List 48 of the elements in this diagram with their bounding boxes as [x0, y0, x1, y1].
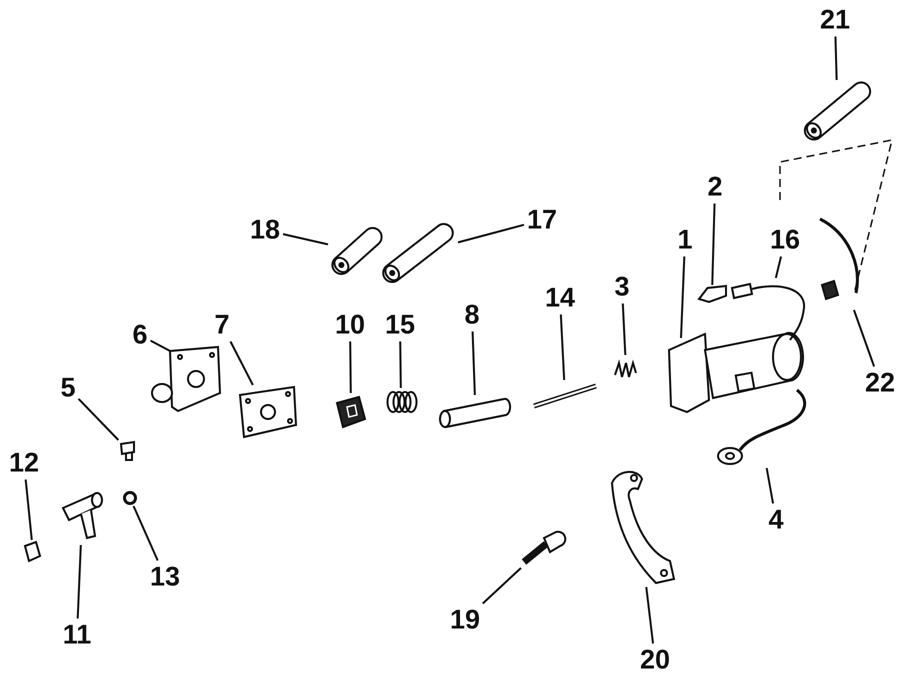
leader-line: [399, 341, 402, 388]
leader-line: [622, 303, 626, 356]
spring-drawing: [385, 388, 417, 416]
leader-line: [349, 341, 352, 394]
leader-line: [774, 256, 782, 278]
leader-line: [645, 586, 654, 644]
leader-line: [482, 567, 522, 604]
callout-number: 18: [250, 216, 280, 244]
callout-number: 5: [60, 374, 76, 402]
callout-number: 1: [677, 226, 693, 254]
leader-line: [853, 310, 876, 367]
leader-line: [282, 233, 328, 246]
callout-number: 17: [526, 206, 558, 234]
leader-line: [766, 468, 774, 504]
leader-line: [150, 340, 172, 353]
leader-line: [472, 331, 476, 396]
leader-line: [24, 479, 33, 540]
callout-number: 12: [8, 450, 40, 476]
leader-line: [711, 203, 716, 286]
callout-number: 8: [464, 302, 480, 328]
wire-plug-drawing: [697, 285, 727, 303]
leader-line: [76, 544, 82, 619]
callout-number: 20: [640, 646, 670, 674]
callout-number: 16: [770, 226, 800, 254]
callout-number: 13: [150, 564, 180, 590]
o-ring-drawing: [122, 490, 138, 506]
callout-number: 14: [544, 284, 576, 312]
callout-number: 11: [62, 622, 92, 648]
callout-number: 21: [820, 6, 850, 34]
plunger-tube-drawing: [438, 395, 513, 431]
callout-number: 6: [132, 322, 148, 348]
callout-number: 3: [614, 274, 630, 300]
callout-number: 19: [450, 606, 480, 634]
leader-line: [680, 256, 686, 338]
leader-line: [834, 36, 838, 80]
callout-number: 2: [707, 174, 723, 200]
callout-number: 22: [864, 370, 896, 396]
leader-line: [458, 224, 524, 244]
callout-number: 15: [384, 312, 416, 338]
cap-drawing: [333, 393, 369, 431]
leader-line: [132, 506, 159, 561]
nut-drawing: [22, 540, 44, 564]
callout-number: 10: [334, 312, 366, 338]
leader-line: [78, 398, 120, 441]
leader-line: [230, 341, 254, 386]
callout-number: 7: [214, 312, 230, 338]
callout-number: 4: [768, 506, 784, 534]
leader-line: [560, 314, 566, 380]
